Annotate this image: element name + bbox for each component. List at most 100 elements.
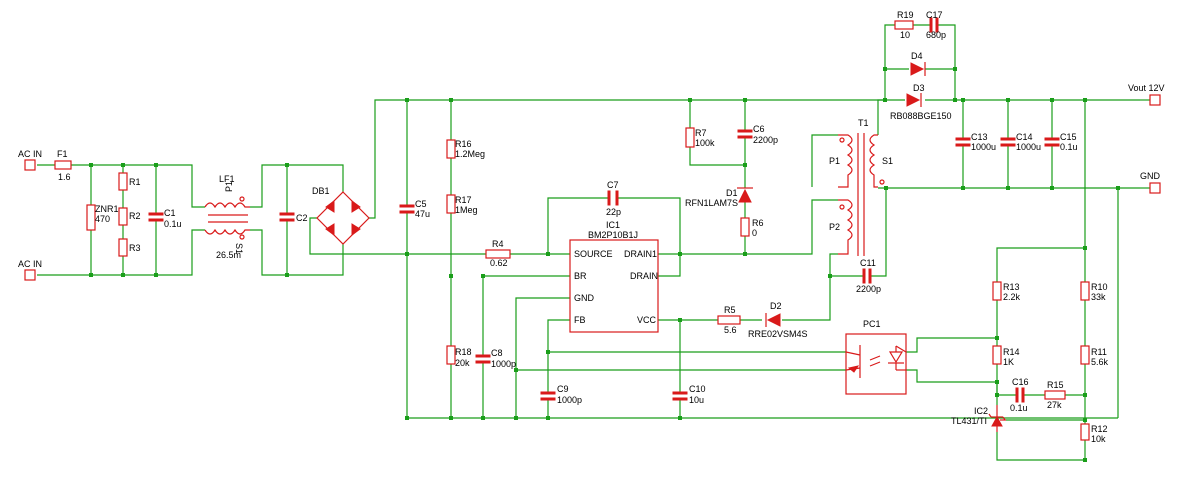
svg-text:R15: R15: [1047, 380, 1064, 390]
svg-text:1K: 1K: [1003, 357, 1014, 367]
svg-text:R18: R18: [455, 347, 472, 357]
svg-text:R10: R10: [1091, 282, 1108, 292]
fuse-f1: F1 1.6: [54, 149, 72, 182]
resistor-r16: R16 1.2Meg: [446, 139, 485, 159]
svg-text:BR: BR: [574, 271, 587, 281]
svg-text:R13: R13: [1003, 282, 1020, 292]
svg-text:C2: C2: [296, 213, 308, 223]
capacitor-c16: C16 0.1u: [1010, 377, 1029, 413]
diode-d3: D3 RB088BGE150: [890, 83, 952, 121]
svg-text:IC2: IC2: [974, 406, 988, 416]
svg-text:R5: R5: [724, 305, 736, 315]
wires: [37, 24, 1150, 461]
svg-text:C1: C1: [164, 208, 176, 218]
svg-text:RRE02VSM4S: RRE02VSM4S: [748, 329, 808, 339]
svg-text:1000p: 1000p: [491, 359, 516, 369]
svg-text:P1: P1: [224, 181, 234, 192]
svg-text:10: 10: [900, 30, 910, 40]
svg-text:D3: D3: [913, 83, 925, 93]
shunt-regulator-ic2: IC2 TL431/TI: [951, 405, 1006, 432]
resistor-r15: R15 27k: [1044, 380, 1066, 410]
svg-text:R19: R19: [897, 10, 914, 20]
svg-text:47u: 47u: [415, 209, 430, 219]
bridge-rectifier-db1: DB1: [312, 186, 370, 245]
port-vout-label: Vout 12V: [1128, 83, 1165, 93]
svg-text:C6: C6: [753, 124, 765, 134]
svg-text:S1: S1: [234, 243, 244, 254]
resistor-r1: R1: [118, 172, 141, 191]
capacitor-c17: C17 680p: [926, 10, 946, 40]
capacitor-c2: C2: [279, 212, 308, 223]
svg-text:RFN1LAM7S: RFN1LAM7S: [685, 198, 738, 208]
svg-text:P2: P2: [829, 222, 840, 232]
svg-text:C16: C16: [1012, 377, 1029, 387]
resistor-r18: R18 20k: [446, 345, 472, 368]
diode-d2: D2 RRE02VSM4S: [748, 301, 808, 339]
svg-text:0.62: 0.62: [490, 258, 508, 268]
capacitor-c15: C15 0.1u: [1044, 132, 1078, 152]
svg-text:R12: R12: [1091, 424, 1108, 434]
svg-text:RB088BGE150: RB088BGE150: [890, 111, 952, 121]
svg-text:TL431/TI: TL431/TI: [951, 416, 987, 426]
svg-text:100k: 100k: [695, 138, 715, 148]
svg-text:26.5m: 26.5m: [216, 250, 241, 260]
svg-text:R16: R16: [455, 139, 472, 149]
resistor-r11: R11 5.6k: [1080, 345, 1109, 367]
resistor-r4: R4 0.62: [485, 239, 511, 268]
svg-text:T1: T1: [858, 118, 869, 128]
capacitor-c1: C1 0.1u: [148, 208, 182, 229]
port-vout: Vout 12V: [1128, 83, 1165, 106]
svg-text:D2: D2: [770, 301, 782, 311]
svg-text:R11: R11: [1091, 347, 1107, 357]
svg-text:C10: C10: [689, 384, 706, 394]
svg-text:2200p: 2200p: [753, 135, 778, 145]
svg-text:1000u: 1000u: [971, 142, 996, 152]
resistor-r14: R14 1K: [992, 345, 1020, 367]
resistor-r5: R5 5.6: [717, 305, 741, 335]
resistor-r10: R10 33k: [1080, 281, 1108, 302]
resistor-r3: R3: [118, 238, 141, 257]
svg-text:R1: R1: [129, 177, 141, 187]
port-ac-in-bottom-label: AC IN: [18, 259, 42, 269]
varistor-znr1: ZNR1 470: [86, 204, 119, 231]
port-ac-in-top-label: AC IN: [18, 149, 42, 159]
svg-text:C11: C11: [860, 258, 876, 268]
svg-text:27k: 27k: [1047, 400, 1062, 410]
svg-text:R6: R6: [752, 218, 764, 228]
svg-text:10k: 10k: [1091, 434, 1106, 444]
svg-text:5.6: 5.6: [724, 325, 737, 335]
svg-text:R7: R7: [695, 128, 707, 138]
svg-text:F1: F1: [57, 149, 68, 159]
resistor-r17: R17 1Meg: [446, 194, 478, 215]
svg-text:DB1: DB1: [312, 186, 330, 196]
svg-text:C17: C17: [926, 10, 943, 20]
svg-text:1Meg: 1Meg: [455, 205, 478, 215]
capacitor-c8: C8 1000p: [475, 348, 516, 369]
svg-text:C8: C8: [491, 348, 503, 358]
svg-text:R4: R4: [492, 239, 504, 249]
svg-text:R2: R2: [129, 211, 141, 221]
svg-text:SOURCE: SOURCE: [574, 249, 613, 259]
capacitor-c14: C14 1000u: [1000, 132, 1041, 152]
svg-text:LF1: LF1: [219, 174, 235, 184]
capacitor-c10: C10 10u: [672, 384, 706, 405]
svg-text:DRAIN: DRAIN: [630, 271, 658, 281]
diode-d4: D4: [910, 51, 926, 76]
line-filter-lf1: LF1 26.5m P1 S1: [204, 174, 250, 260]
svg-text:BM2P10B1J: BM2P10B1J: [588, 230, 638, 240]
diode-d1: D1 RFN1LAM7S: [685, 187, 753, 208]
capacitor-c9: C9 1000p: [540, 384, 582, 405]
optocoupler-pc1: PC1: [845, 319, 907, 395]
svg-text:5.6k: 5.6k: [1091, 357, 1109, 367]
svg-text:680p: 680p: [926, 30, 946, 40]
resistor-r2: R2: [118, 207, 141, 226]
capacitor-c7: C7 22p: [606, 180, 621, 217]
svg-text:C15: C15: [1060, 132, 1077, 142]
capacitor-c5: C5 47u: [399, 199, 430, 219]
resistor-r7: R7 100k: [685, 127, 715, 148]
svg-text:R3: R3: [129, 243, 141, 253]
svg-text:22p: 22p: [606, 207, 621, 217]
svg-text:ZNR1: ZNR1: [95, 204, 119, 214]
svg-text:20k: 20k: [455, 358, 470, 368]
